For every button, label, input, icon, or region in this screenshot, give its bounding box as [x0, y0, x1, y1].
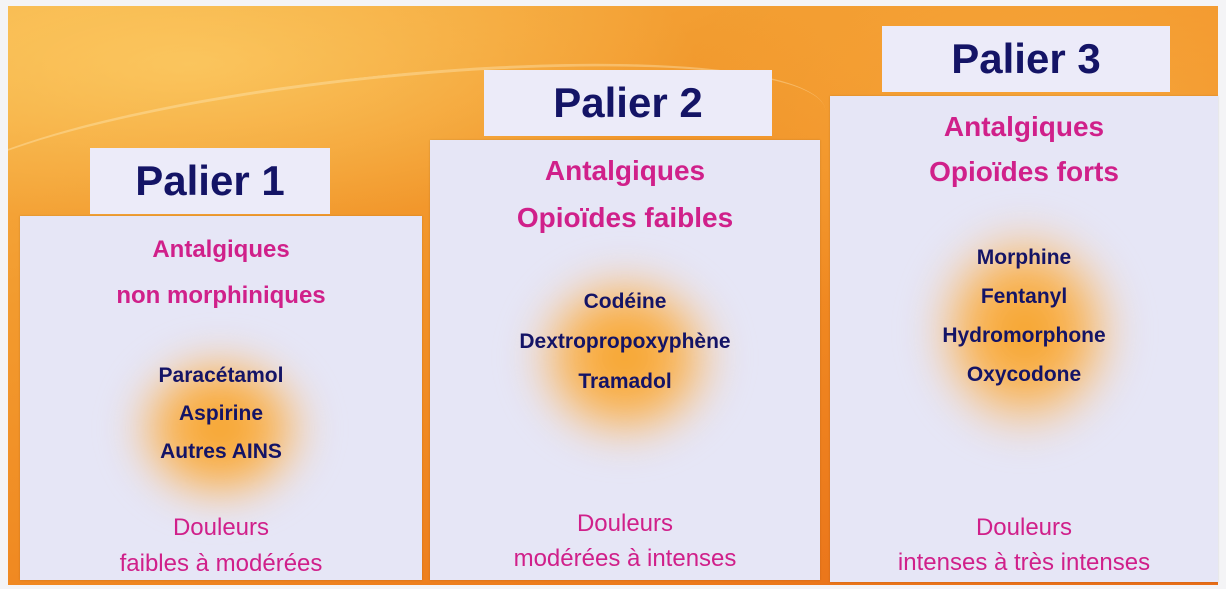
tier-3-label: Palier 3 — [882, 26, 1170, 92]
tier-2-pain-line-2: modérées à intenses — [513, 545, 737, 572]
tier-2-glow — [515, 255, 735, 460]
tier-3-box: Antalgiques Opioïdes forts Morphine Fent… — [830, 96, 1218, 582]
tier-2-category-line-1: Antalgiques — [544, 155, 706, 186]
tier-1-drug-1: Paracétamol — [158, 364, 284, 387]
tier-1-category-line-2: non morphiniques — [116, 282, 326, 309]
tier-3-drug-2: Fentanyl — [980, 285, 1068, 308]
tier-2-drug-1: Codéine — [583, 290, 667, 313]
tier-1-box: Antalgiques non morphiniques Paracétamol… — [20, 216, 422, 580]
tier-2-drug-2: Dextropropoxyphène — [519, 330, 731, 353]
tier-3-drug-1: Morphine — [976, 246, 1072, 269]
tier-2-label: Palier 2 — [484, 70, 772, 136]
tier-3-pain-line-1: Douleurs — [975, 514, 1073, 541]
tier-3-category-line-2: Opioïdes forts — [929, 156, 1119, 187]
tier-2-pain-line-1: Douleurs — [576, 510, 674, 537]
tier-1-drug-2: Aspirine — [178, 402, 264, 425]
tier-1-label: Palier 1 — [90, 148, 330, 214]
tier-3-drug-3: Hydromorphone — [942, 324, 1106, 347]
tier-2-box: Antalgiques Opioïdes faibles Codéine Dex… — [430, 140, 820, 580]
tier-3-pain-line-2: intenses à très intenses — [897, 549, 1151, 576]
tier-1-pain-line-2: faibles à modérées — [119, 550, 323, 577]
tier-3-glow — [915, 211, 1135, 451]
tier-1-pain-line-1: Douleurs — [172, 514, 270, 541]
tier-2-drug-3: Tramadol — [578, 370, 672, 393]
tier-1-category-line-1: Antalgiques — [152, 236, 290, 263]
tier-3-category-line-1: Antalgiques — [943, 111, 1105, 142]
tier-1-glow — [115, 336, 325, 521]
tier-1-drug-3: Autres AINS — [160, 440, 282, 463]
tier-3-drug-4: Oxycodone — [966, 363, 1082, 386]
tier-2-category-line-2: Opioïdes faibles — [516, 202, 734, 233]
